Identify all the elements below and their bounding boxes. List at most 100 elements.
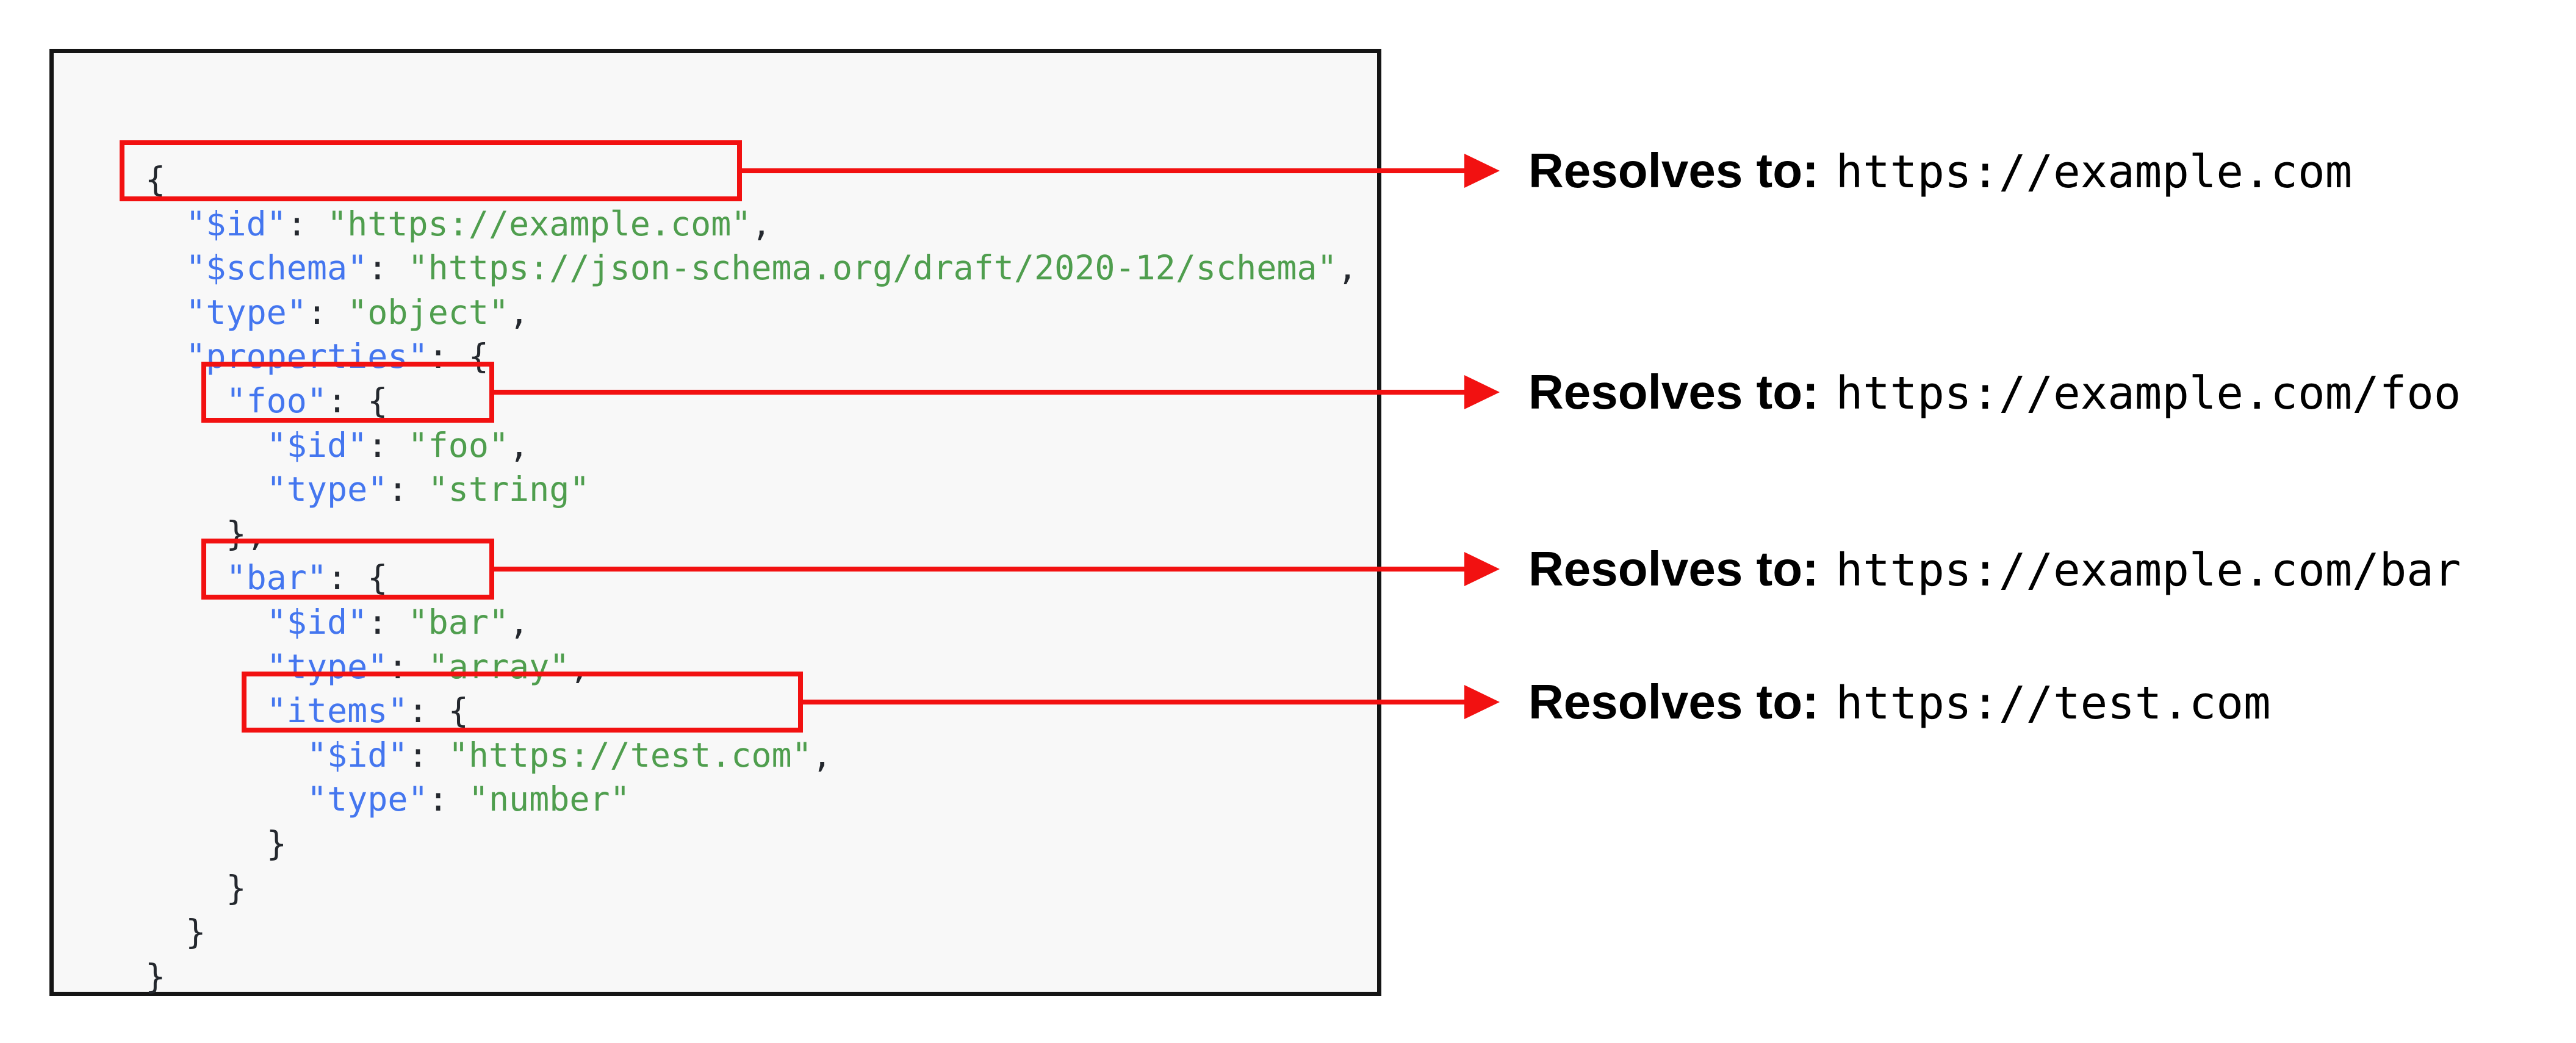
code-punct (145, 293, 185, 332)
resolve-arrow-line-1 (737, 168, 1467, 173)
arrow-head-icon (1464, 552, 1500, 586)
arrow-head-icon (1464, 375, 1500, 409)
code-key: "type" (185, 292, 307, 332)
code-punct: , (751, 204, 772, 243)
code-key: "items" (266, 691, 408, 731)
annotation-url: https://test.com (1835, 677, 2271, 729)
code-key: "$id" (185, 204, 287, 243)
code-punct: : (367, 248, 408, 288)
annotation-label: Resolves to: (1528, 542, 1819, 596)
code-punct (145, 736, 307, 775)
annotation-label: Resolves to: (1528, 143, 1819, 198)
code-punct: : (367, 425, 408, 465)
code-string: "string" (428, 470, 590, 509)
code-punct: { (145, 160, 166, 199)
code-punct: , (1337, 248, 1358, 288)
code-line: "properties": { (145, 334, 1358, 379)
code-string: "https://test.com" (448, 735, 812, 775)
code-line: } (145, 822, 1358, 866)
code-string: "https://json-schema.org/draft/2020-12/s… (408, 248, 1337, 288)
resolve-annotation-bar: Resolves to: https://example.com/bar (1528, 541, 2461, 597)
resolve-arrow-line-2 (489, 390, 1467, 395)
code-punct: : { (327, 558, 388, 598)
code-punct (145, 869, 226, 908)
json-code-panel: { "$id": "https://example.com", "$schema… (49, 49, 1381, 996)
code-punct (145, 780, 307, 819)
code-line: "type": "array", (145, 645, 1358, 689)
code-punct: , (509, 425, 530, 465)
code-line: } (145, 910, 1358, 955)
code-string: "foo" (408, 425, 509, 465)
code-punct: : { (327, 381, 388, 420)
code-line: }, (145, 512, 1358, 556)
id-highlight-box-root (120, 140, 742, 201)
code-punct: , (509, 292, 530, 332)
code-punct: : (387, 647, 428, 686)
code-punct: : { (408, 691, 469, 731)
code-punct: , (569, 647, 590, 686)
code-key: "bar" (226, 558, 328, 598)
code-punct (145, 603, 267, 642)
code-punct: : { (428, 337, 489, 376)
code-punct: : (408, 735, 448, 775)
code-string: "bar" (408, 602, 509, 642)
code-punct: }, (226, 514, 267, 553)
code-punct (145, 470, 267, 509)
resolve-arrow-line-3 (489, 567, 1467, 572)
resolve-annotation-foo: Resolves to: https://example.com/foo (1528, 364, 2461, 420)
code-key: "type" (306, 780, 428, 819)
code-string: "array" (428, 647, 570, 686)
code-line: "$id": "https://example.com", (145, 202, 1358, 246)
code-punct: } (185, 912, 206, 952)
annotation-url: https://example.com (1835, 146, 2353, 198)
code-line: "foo": { (145, 379, 1358, 423)
id-highlight-box-items (242, 672, 803, 733)
code-punct (145, 248, 185, 287)
code-punct: } (266, 823, 287, 863)
code-string: "object" (347, 292, 509, 332)
code-key: "$schema" (185, 248, 368, 288)
code-string: "number" (468, 780, 630, 819)
code-punct: : (428, 780, 469, 819)
code-key: "$id" (266, 602, 368, 642)
code-punct (145, 426, 267, 465)
code-string: "https://example.com" (327, 204, 752, 243)
annotation-url: https://example.com/foo (1835, 367, 2461, 420)
code-key: "type" (266, 647, 388, 686)
code-punct (145, 912, 185, 952)
code-punct (145, 824, 267, 863)
arrow-head-icon (1464, 154, 1500, 188)
code-key: "properties" (185, 337, 428, 376)
id-highlight-box-bar (201, 539, 494, 600)
code-punct (145, 204, 185, 243)
code-line: } (145, 955, 1358, 999)
code-key: "foo" (226, 381, 328, 420)
resolve-arrow-line-4 (798, 700, 1467, 704)
code-punct: : (286, 204, 328, 243)
code-line: } (145, 866, 1358, 911)
code-punct: , (811, 735, 832, 775)
json-code: { "$id": "https://example.com", "$schema… (145, 157, 1358, 998)
arrow-head-icon (1464, 685, 1500, 719)
code-punct: : (387, 470, 428, 509)
code-line: "type": "object", (145, 290, 1358, 335)
code-punct: : (306, 292, 348, 332)
code-line: "$id": "bar", (145, 600, 1358, 645)
code-line: "$id": "foo", (145, 423, 1358, 468)
code-line: { (145, 157, 1358, 202)
annotation-url: https://example.com/bar (1835, 544, 2461, 597)
code-line: "items": { (145, 689, 1358, 733)
resolve-annotation-root: Resolves to: https://example.com (1528, 143, 2352, 199)
code-line: "$id": "https://test.com", (145, 733, 1358, 778)
code-punct: } (145, 956, 166, 996)
code-line: "type": "number" (145, 777, 1358, 822)
annotation-label: Resolves to: (1528, 675, 1819, 729)
code-punct: : (367, 602, 408, 642)
code-key: "$id" (266, 425, 368, 465)
code-punct: } (226, 868, 246, 908)
annotation-label: Resolves to: (1528, 365, 1819, 419)
code-line: "$schema": "https://json-schema.org/draf… (145, 246, 1358, 290)
code-key: "$id" (306, 735, 408, 775)
code-line: "type": "string" (145, 467, 1358, 512)
